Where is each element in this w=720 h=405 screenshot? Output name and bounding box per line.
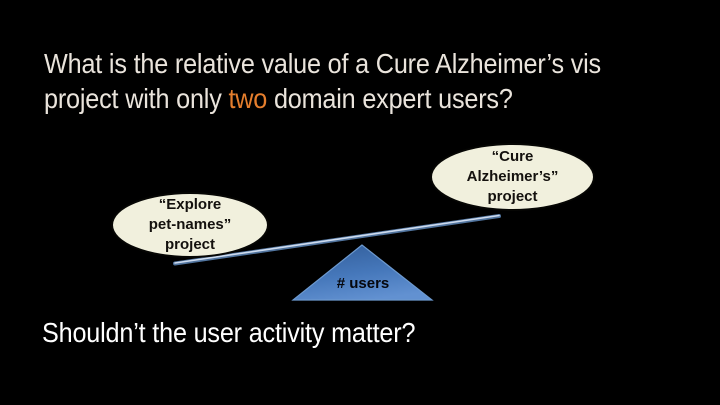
title-line-2: project with only two domain expert user… — [44, 81, 692, 116]
title-line-2-post: domain expert users? — [267, 83, 513, 114]
lever-line — [173, 214, 501, 266]
bubble-cure-line-1: “Cure — [491, 148, 534, 165]
title-line-1: What is the relative value of a Cure Alz… — [44, 48, 601, 79]
bubble-cure-alzheimers: “Cure Alzheimer’s” project — [430, 143, 595, 211]
title-highlight-two: two — [228, 83, 268, 114]
bubble-explore-pet-names: “Explore pet-names” project — [111, 192, 269, 258]
bubble-cure-line-3: project — [487, 188, 538, 205]
bubble-explore-line-2: pet-names” — [148, 216, 232, 233]
slide-title: What is the relative value of a Cure Alz… — [44, 46, 692, 116]
bubble-cure-line-2: Alzheimer’s” — [466, 168, 559, 185]
fulcrum-label: # users — [336, 275, 390, 292]
bubble-explore-line-3: project — [164, 236, 215, 253]
bubble-explore-line-1: “Explore — [158, 196, 222, 213]
question-text: Shouldn’t the user activity matter? — [42, 317, 416, 348]
fulcrum-triangle — [291, 244, 434, 301]
title-line-2-pre: project with only — [44, 83, 229, 114]
